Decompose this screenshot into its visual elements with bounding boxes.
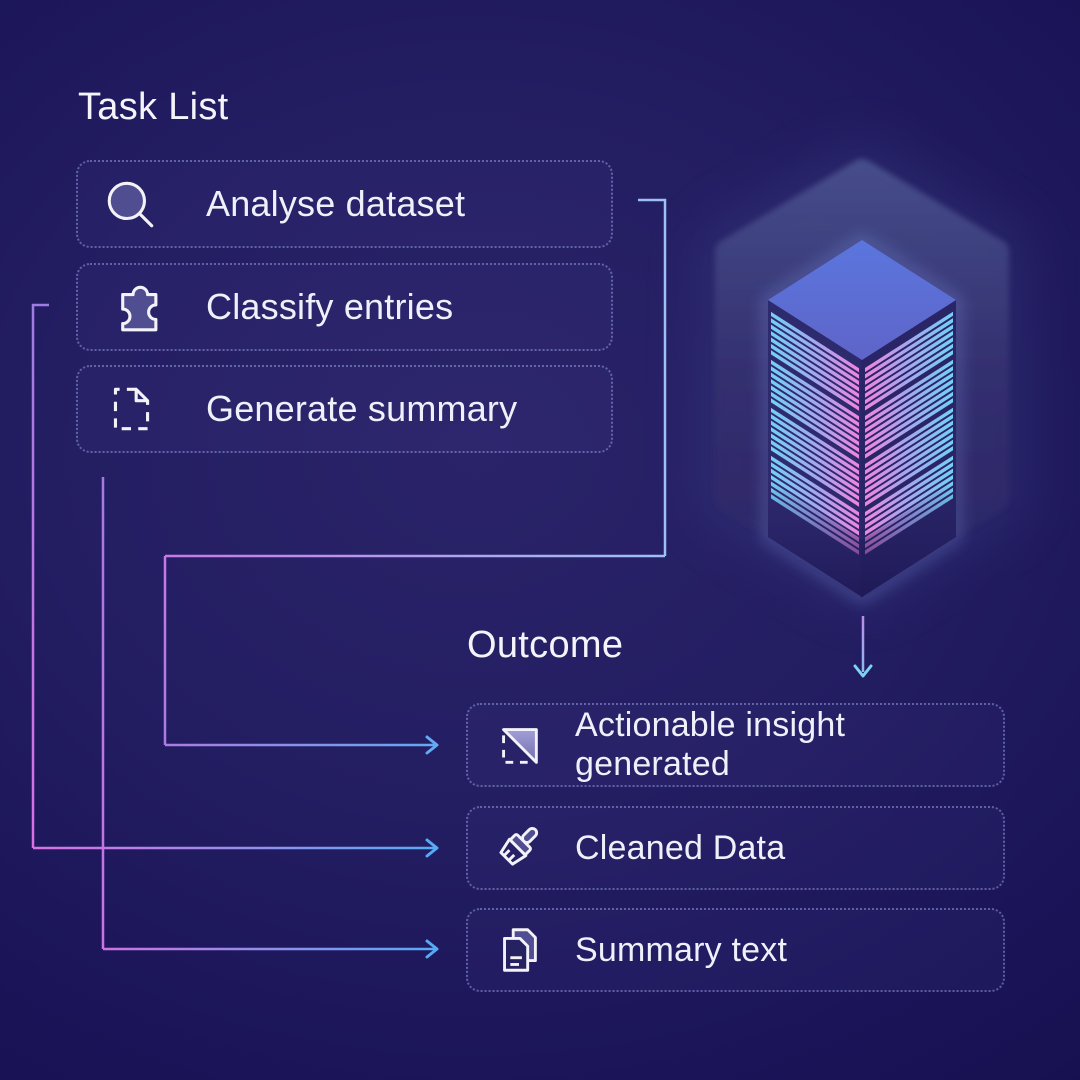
- server-box-glow: [765, 236, 959, 601]
- server-top-face: [768, 240, 956, 360]
- draft-document-icon: [113, 387, 150, 431]
- server-down-arrow: [853, 616, 873, 678]
- outcome-item-summary: Summary text: [466, 908, 1005, 992]
- task-item-label: Analyse dataset: [206, 183, 466, 224]
- cleaning-brush-icon: [499, 826, 539, 866]
- server-left-face: [768, 300, 862, 597]
- diagonal-insight-icon: [502, 728, 538, 764]
- task-list-heading: Task List: [78, 86, 229, 128]
- hexagon-backdrop: [715, 159, 1009, 591]
- server-right-face: [862, 300, 956, 597]
- outcome-item-cleaned: Cleaned Data: [466, 806, 1005, 890]
- task-item-label: Classify entries: [206, 286, 454, 327]
- magnifier-icon: [107, 181, 154, 228]
- puzzle-piece-icon: [121, 285, 158, 332]
- arrowhead-down-icon: [853, 664, 873, 678]
- arrowhead-right-icon: [425, 735, 439, 755]
- server-stripes-left: [771, 314, 859, 553]
- stacked-documents-icon: [503, 928, 537, 972]
- outcome-item-insight: Actionable insight generated: [466, 703, 1005, 787]
- task-item-analyse: Analyse dataset: [76, 160, 613, 248]
- task-item-generate: Generate summary: [76, 365, 613, 453]
- server-stripes-right: [865, 314, 953, 553]
- task-item-classify: Classify entries: [76, 263, 613, 351]
- outcome-item-label: Cleaned Data: [575, 828, 786, 867]
- server-bottom-fade: [768, 480, 956, 597]
- outcome-heading: Outcome: [467, 624, 624, 666]
- arrowhead-right-icon: [425, 939, 439, 959]
- outcome-item-label: Actionable insight generated: [575, 706, 846, 783]
- arrowhead-right-icon: [425, 838, 439, 858]
- connector-generate-to-summary: [101, 477, 439, 959]
- outcome-item-label: Summary text: [575, 930, 788, 969]
- task-item-label: Generate summary: [206, 388, 518, 429]
- hexagon-glow: [693, 137, 1031, 613]
